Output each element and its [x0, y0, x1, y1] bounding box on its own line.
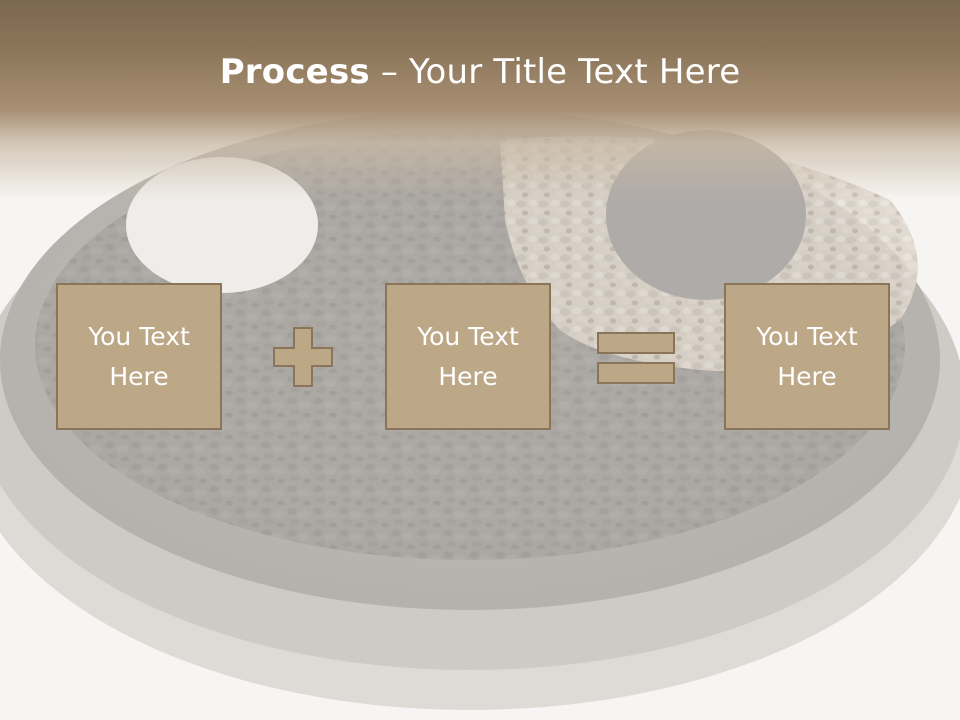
- text-box-3[interactable]: You Text Here: [724, 283, 890, 430]
- title-band: [0, 0, 960, 200]
- plus-icon: [273, 327, 333, 387]
- text-box-3-label: You Text Here: [756, 321, 858, 391]
- text-box-1-label: You Text Here: [88, 321, 190, 391]
- text-box-2-label: You Text Here: [417, 321, 519, 391]
- text-box-1[interactable]: You Text Here: [56, 283, 222, 430]
- title-bold: Process: [219, 52, 370, 92]
- text-box-2[interactable]: You Text Here: [385, 283, 551, 430]
- slide-title: Process – Your Title Text Here: [0, 52, 960, 92]
- title-rest: – Your Title Text Here: [369, 52, 741, 92]
- equals-icon: [597, 332, 675, 384]
